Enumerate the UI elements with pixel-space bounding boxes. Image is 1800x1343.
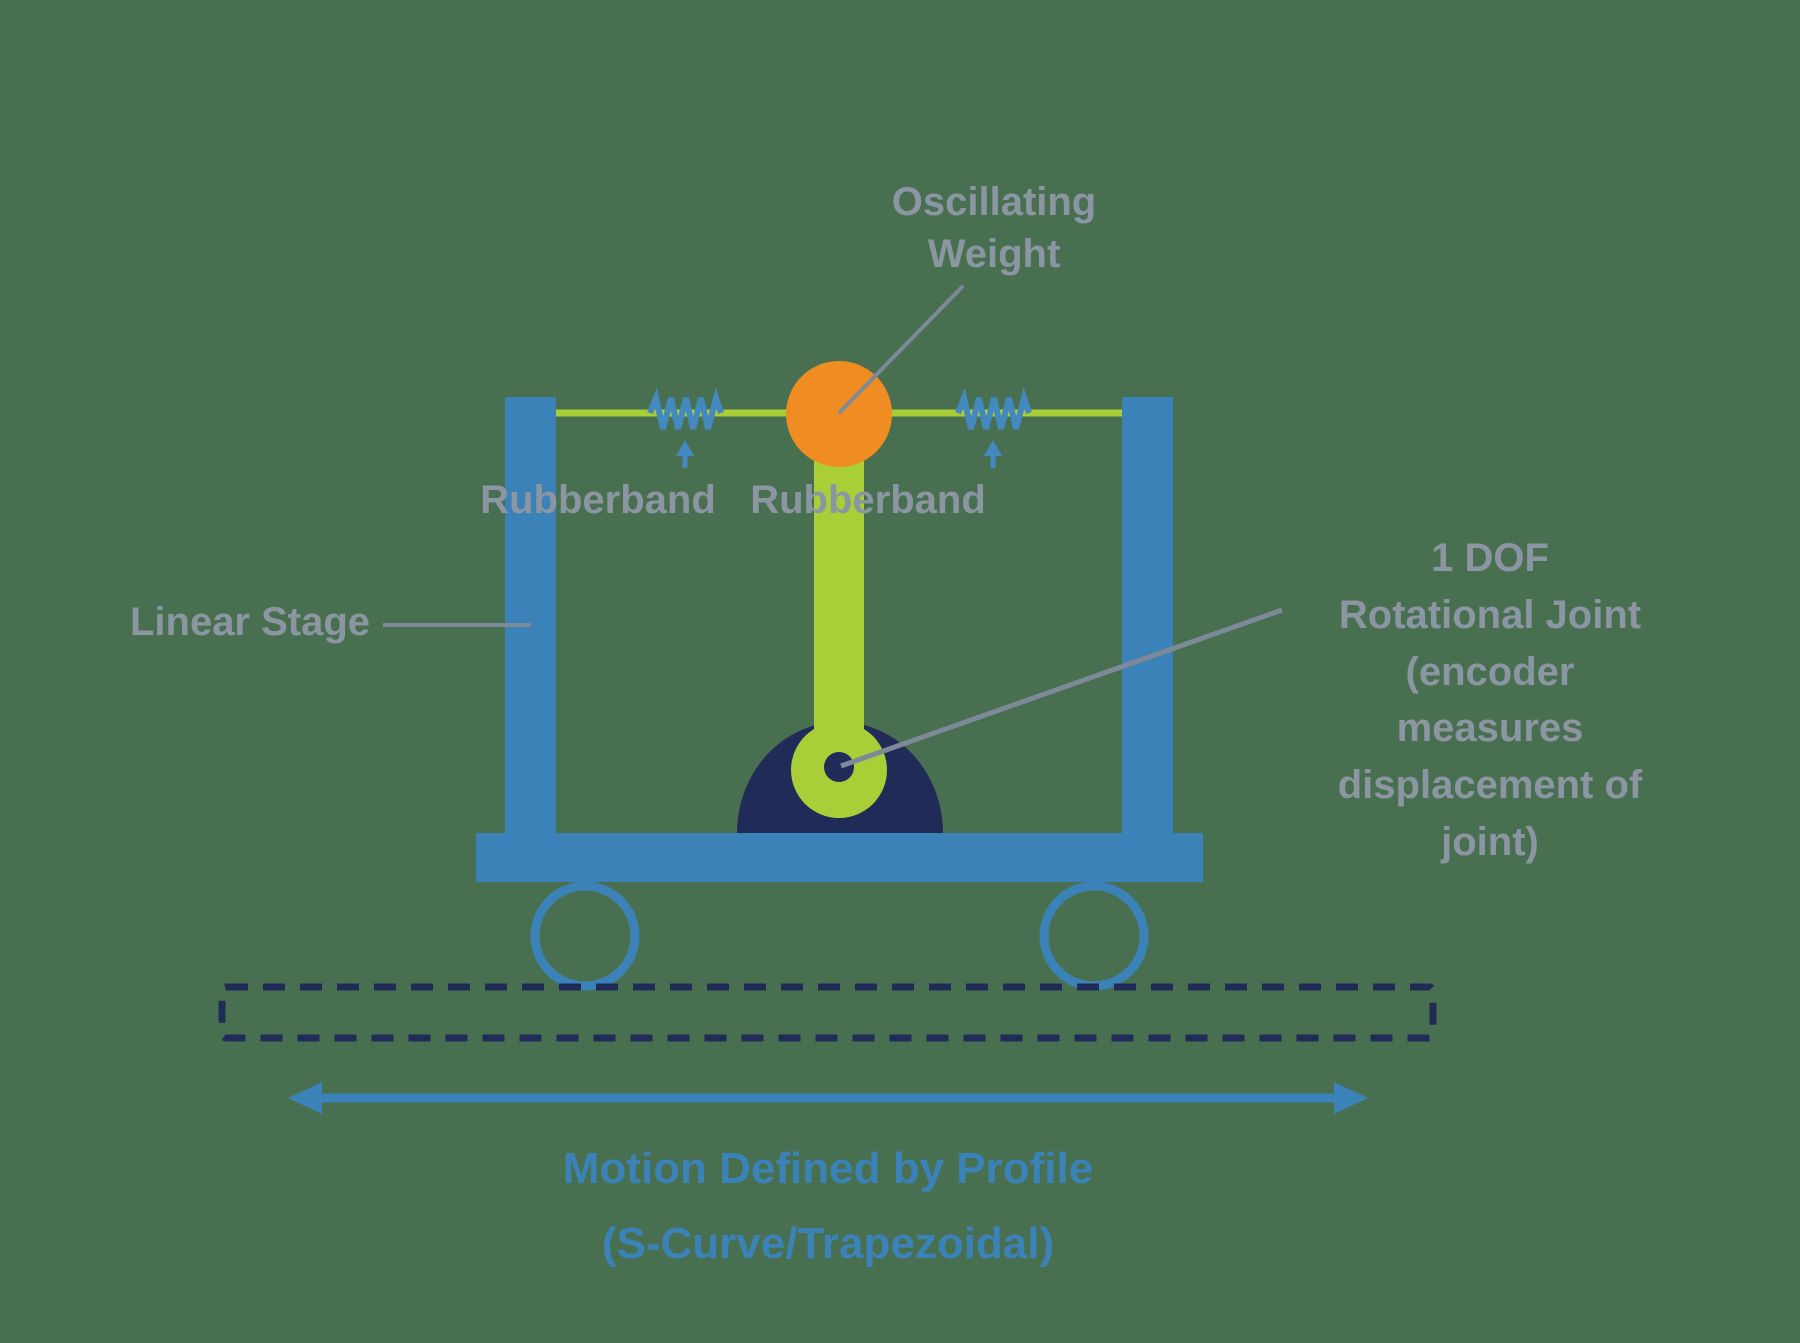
linear-track-dashed-outline [218, 983, 1437, 1042]
motion-profile-label: Motion Defined by Profile (S-Curve/Trape… [562, 1144, 1094, 1268]
cart-base-platform [476, 833, 1203, 882]
rotational-joint-label: 1 DOF Rotational Joint (encoder measures… [1337, 536, 1643, 864]
spring-zigzag-icon [647, 387, 724, 430]
rubberband-right-label: Rubberband [750, 478, 986, 522]
pointer-line-oscillating-weight [837, 284, 965, 415]
linear-stage-right-post [1122, 397, 1173, 833]
cart-wheel-right [1039, 881, 1149, 991]
rubberband-left-label: Rubberband [480, 478, 716, 522]
pointer-line-rotational-joint [840, 607, 1283, 769]
spring-zigzag-icon [955, 387, 1032, 430]
oscillating-weight-label: Oscillating Weight [891, 180, 1097, 276]
joint-pin-hole [824, 752, 854, 782]
pendulum-rod [814, 410, 864, 772]
motion-arrow-left-head-icon [288, 1082, 322, 1114]
up-arrow-icon [984, 440, 1002, 456]
cart-wheel-left [530, 881, 640, 991]
linear-stage-left-post [505, 397, 556, 833]
motion-arrow-right-head-icon [1334, 1082, 1368, 1114]
linear-stage-label: Linear Stage [129, 600, 371, 644]
up-arrow-icon [676, 440, 694, 456]
